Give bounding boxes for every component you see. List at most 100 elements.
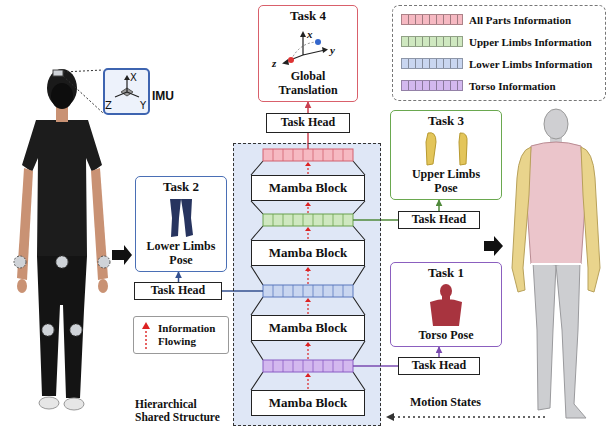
axis-label: z	[272, 57, 276, 70]
label-holder: Motion States	[410, 396, 481, 410]
node-title: Mamba Block	[269, 396, 347, 411]
task-box: Task 3 Upper Limbs Pose	[390, 110, 502, 200]
legend-swatch	[401, 80, 463, 91]
imu-inset-fill	[103, 68, 150, 115]
task-head: Task Head	[266, 113, 350, 133]
connector	[381, 365, 398, 367]
legend-swatch	[401, 36, 463, 47]
connector	[222, 290, 233, 292]
node-title: Task 4	[290, 9, 326, 24]
person-figure	[14, 69, 110, 410]
bar	[263, 214, 353, 226]
task-head: Task Head	[398, 357, 480, 375]
axis-label: x	[307, 28, 313, 41]
axis-label: Z	[105, 100, 112, 112]
feature-bar	[263, 285, 353, 297]
imu-sensor	[56, 256, 68, 268]
mesh-leg	[556, 262, 586, 418]
label-holder: Z	[105, 100, 112, 112]
task-head: Task Head	[398, 211, 480, 229]
connector	[438, 200, 440, 211]
mamba-block: Mamba Block	[251, 240, 365, 266]
imu-sensor	[98, 256, 110, 268]
node-body: Lower Limbs Pose	[140, 240, 222, 268]
motion-arrow-head	[386, 413, 394, 421]
label-holder: Y	[140, 100, 146, 112]
legend-text: All Parts Information	[469, 14, 571, 27]
legend-text: Lower Limbs Information	[469, 58, 592, 71]
legend-entry: Torso Information	[401, 80, 597, 93]
input-label: Motion States	[410, 396, 481, 410]
node-heading: Hierarchical Shared Structure	[135, 398, 229, 424]
translation-axes	[285, 34, 325, 62]
node-body: Global Translation	[266, 70, 350, 98]
legend-entry: Upper Limbs Information	[401, 36, 597, 49]
node-title: Task 1	[428, 266, 464, 281]
shoe	[64, 398, 84, 410]
imu-sensor	[14, 256, 26, 268]
legend-entry: All Parts Information	[401, 14, 597, 27]
start-dot	[288, 57, 294, 63]
shared-structure: Hierarchical Shared StructureMamba Block…	[233, 143, 381, 426]
legs-icon	[170, 199, 193, 237]
node-body: Torso Pose	[418, 329, 473, 343]
torso-icon	[440, 284, 452, 298]
shirt	[22, 120, 102, 256]
node-title: Task 3	[428, 114, 464, 129]
axis-head	[300, 31, 306, 37]
feature-bar	[263, 149, 353, 161]
feature-bar	[263, 360, 353, 372]
node-title: Mamba Block	[269, 321, 347, 336]
imu-sensor	[70, 324, 82, 336]
node-body: Upper Limbs Pose	[403, 168, 489, 196]
label-holder: X	[130, 72, 137, 84]
task-head: Task Head	[134, 282, 222, 300]
legend-entry: Information Flowing	[139, 320, 223, 350]
imu-sensor	[53, 70, 63, 76]
axis-head	[124, 75, 130, 80]
label-holder: z	[272, 57, 276, 70]
shoe	[39, 397, 59, 409]
bar-cells	[273, 285, 343, 297]
legend-box: All Parts InformationUpper Limbs Informa…	[392, 5, 606, 101]
bar-cells	[273, 214, 343, 226]
axis-label: y	[330, 44, 335, 57]
branch-stub	[233, 290, 263, 292]
trajectory	[291, 42, 318, 60]
mesh-arm	[512, 147, 531, 292]
mesh-torso	[527, 142, 585, 264]
axis-label: X	[130, 72, 137, 84]
mesh-head	[544, 109, 568, 139]
flow-arrow-sample	[139, 320, 153, 350]
connector	[307, 102, 309, 113]
connector	[381, 219, 398, 221]
structure-fill	[233, 143, 381, 426]
axis-head	[322, 47, 328, 53]
legend-text: Upper Limbs Information	[469, 36, 592, 49]
node-title: Task Head	[151, 284, 206, 298]
pants	[37, 256, 87, 398]
node-title: Mamba Block	[269, 246, 347, 261]
legend-entry: Lower Limbs Information	[401, 58, 597, 71]
bar	[263, 285, 353, 297]
legend-text: Information Flowing	[158, 322, 223, 347]
legend-text: Torso Information	[469, 80, 556, 93]
bar	[263, 360, 353, 372]
flow-arrow	[112, 245, 132, 265]
mamba-block: Mamba Block	[251, 390, 365, 416]
feature-bar	[263, 214, 353, 226]
node-title: Mamba Block	[269, 181, 347, 196]
connector	[307, 133, 309, 143]
label-holder: x	[307, 28, 313, 41]
motion-arrow	[393, 416, 545, 417]
funnel-lines	[251, 161, 365, 390]
task-box: Task 4 Global Translation	[258, 5, 358, 102]
branch-stub	[353, 365, 381, 367]
connector	[438, 347, 440, 357]
imu-sensor	[42, 324, 54, 336]
label-holder: y	[330, 44, 335, 57]
node-title: Task Head	[412, 359, 467, 373]
legend-swatch	[401, 14, 463, 25]
axis-label: Y	[140, 100, 146, 112]
